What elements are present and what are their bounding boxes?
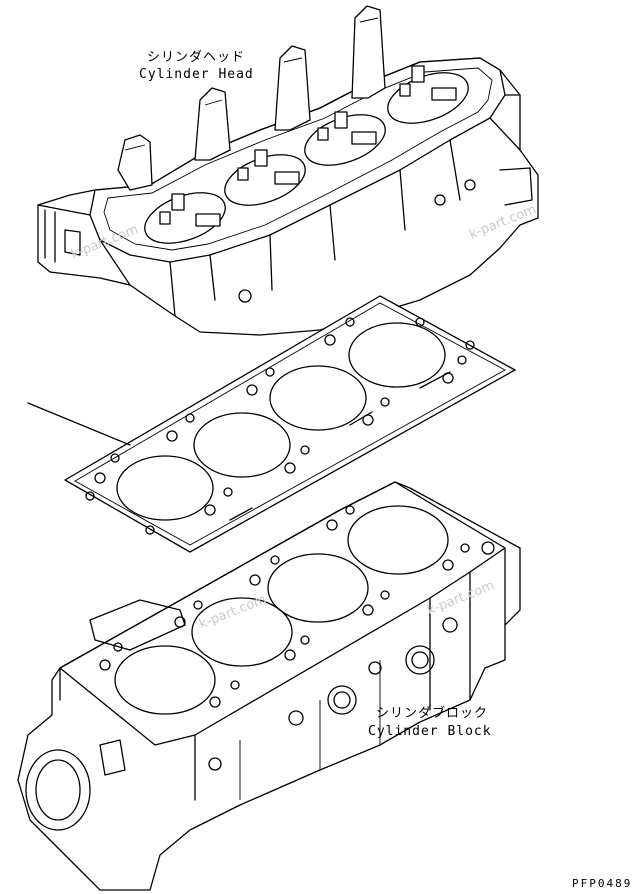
cylinder-head-label-en: Cylinder Head xyxy=(139,67,254,82)
cylinder-block-label-en: Cylinder Block xyxy=(368,724,492,739)
figure-code: PFP0489 xyxy=(572,877,633,890)
cylinder-head-label-jp: シリンダヘッド xyxy=(147,50,246,65)
cylinder-block-label-jp: シリンダブロック xyxy=(376,706,489,721)
head-gasket-drawing xyxy=(27,295,516,553)
cylinder-block-drawing xyxy=(17,481,521,891)
cylinder-head-drawing xyxy=(37,5,539,336)
